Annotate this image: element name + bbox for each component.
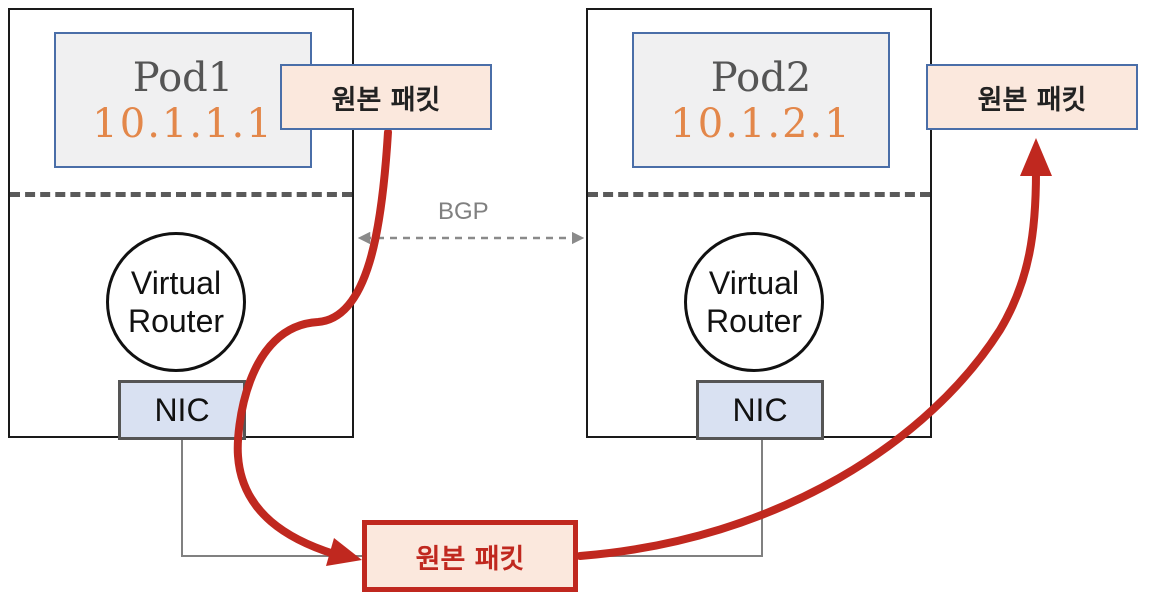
virtual-router-1-line2: Router bbox=[127, 303, 225, 339]
pod-1-name: Pod1 bbox=[132, 55, 234, 101]
packet-destination[interactable]: 원본 패킷 bbox=[926, 64, 1138, 130]
virtual-router-2[interactable]: Virtual Router bbox=[684, 232, 824, 372]
flow-arrowhead-inbound bbox=[1020, 138, 1052, 176]
nic-1[interactable]: NIC bbox=[118, 380, 246, 440]
pod-2-name: Pod2 bbox=[710, 55, 812, 101]
bgp-label: BGP bbox=[438, 198, 489, 225]
wire-nic-1 bbox=[181, 440, 362, 557]
host-2-divider bbox=[588, 192, 930, 197]
host-1-divider bbox=[10, 192, 352, 197]
packet-on-wire[interactable]: 원본 패킷 bbox=[362, 520, 578, 592]
wire-nic-2 bbox=[578, 440, 763, 557]
virtual-router-2-line1: Virtual bbox=[708, 265, 800, 301]
flow-arrowhead-outbound bbox=[326, 538, 362, 566]
virtual-router-2-line2: Router bbox=[705, 303, 803, 339]
virtual-router-1-line1: Virtual bbox=[130, 265, 222, 301]
pod-2-ip: 10.1.2.1 bbox=[670, 101, 852, 147]
virtual-router-1[interactable]: Virtual Router bbox=[106, 232, 246, 372]
nic-2[interactable]: NIC bbox=[696, 380, 824, 440]
packet-source[interactable]: 원본 패킷 bbox=[280, 64, 492, 130]
pod-1-ip: 10.1.1.1 bbox=[92, 101, 274, 147]
host-2: Pod2 10.1.2.1 Virtual Router NIC bbox=[586, 8, 932, 440]
pod-1[interactable]: Pod1 10.1.1.1 bbox=[54, 32, 312, 168]
pod-2[interactable]: Pod2 10.1.2.1 bbox=[632, 32, 890, 168]
